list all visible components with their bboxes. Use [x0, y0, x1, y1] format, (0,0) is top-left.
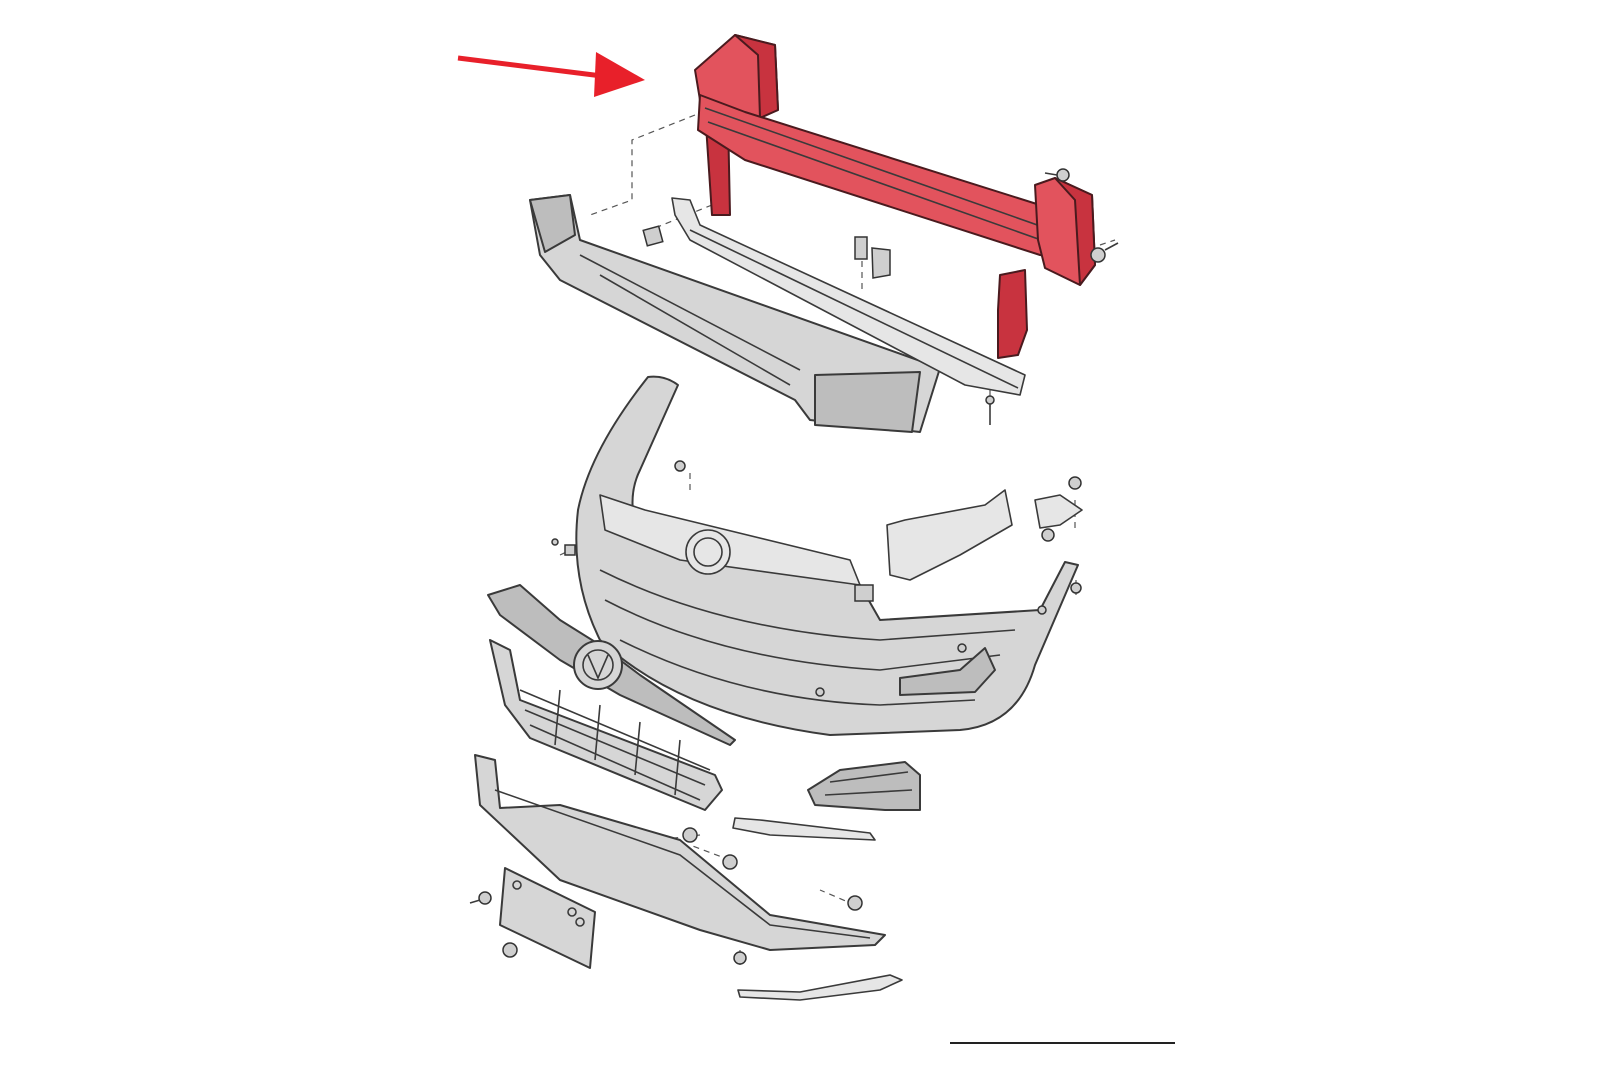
upper-trim-strip: [671, 197, 1026, 396]
fog-light-grille: [807, 761, 921, 811]
license-plate-holder: [469, 867, 596, 969]
lower-spoiler: [474, 754, 886, 951]
bottom-clip: [733, 951, 747, 965]
trim-strip-middle: [732, 817, 876, 841]
center-brackets: [854, 236, 995, 425]
bottom-trim-strip: [737, 974, 903, 1001]
beam-bolts: [1044, 168, 1119, 263]
small-clips: [551, 460, 874, 602]
clip-left: [642, 225, 664, 247]
side-bracket-right: [886, 476, 1083, 594]
lower-grille: [489, 639, 723, 811]
bumper-reinforcement-beam: [694, 34, 1096, 359]
energy-absorber: [529, 194, 941, 433]
upper-grille: [487, 584, 736, 746]
pointer-arrow: [457, 52, 645, 97]
front-bumper-cover: [575, 375, 1079, 736]
